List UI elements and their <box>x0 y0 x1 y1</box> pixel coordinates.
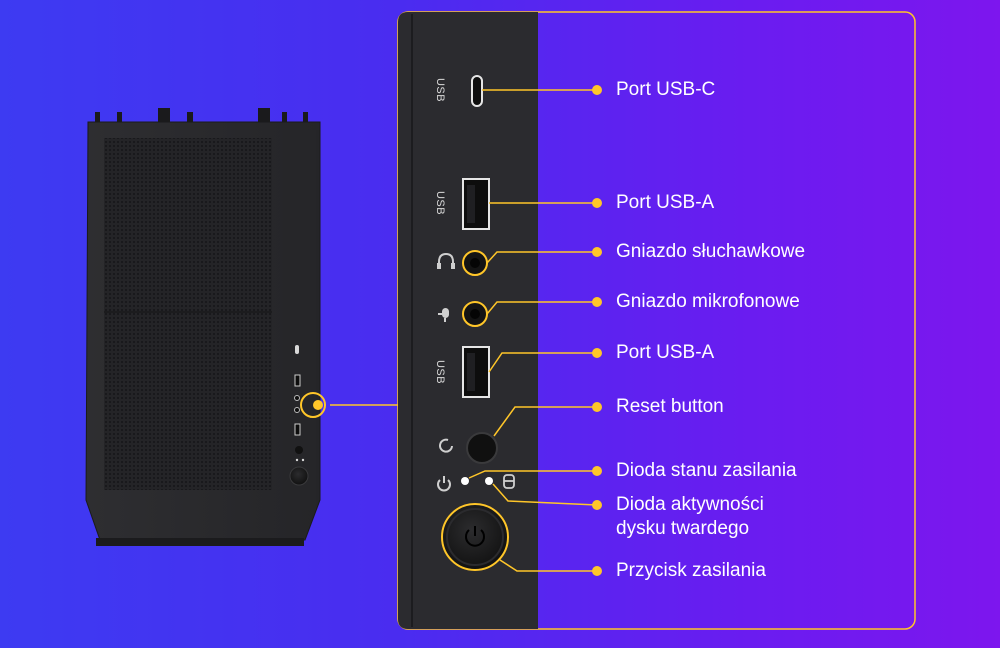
hdd-icon <box>503 474 515 489</box>
headphone-icon <box>438 252 454 268</box>
callout-power-button: Przycisk zasilania <box>616 560 766 581</box>
callout-reset-button: Reset button <box>616 396 724 417</box>
callout-headphone-jack: Gniazdo słuchawkowe <box>616 241 806 262</box>
usb-a-port-2 <box>462 346 490 398</box>
case-mesh-panel <box>104 138 272 490</box>
hdd-led <box>485 477 493 485</box>
callout-power-led: Dioda stanu zasilania <box>616 460 797 481</box>
callout-mic-jack: Gniazdo mikrofonowe <box>616 291 800 312</box>
reset-icon <box>439 438 453 453</box>
usb-a-2-side-label: USB <box>434 359 447 385</box>
usb-c-side-label: USB <box>434 77 447 103</box>
usb-a-1-side-label: USB <box>434 190 447 216</box>
zoom-marker-dot <box>313 400 323 410</box>
reset-button <box>466 432 498 464</box>
zoom-marker-circle <box>300 392 326 418</box>
pc-case <box>85 108 398 546</box>
power-button-icon <box>465 526 485 547</box>
callout-usb-c: Port USB-C <box>616 79 716 100</box>
usb-a-port-1 <box>462 178 490 230</box>
case-top-screws <box>95 108 308 122</box>
callout-dots <box>592 85 602 576</box>
io-port-graphics <box>437 75 515 571</box>
case-mini-ports <box>289 345 309 486</box>
power-button <box>441 503 509 571</box>
power-led-icon <box>437 476 451 492</box>
callout-usb-a-1: Port USB-A <box>616 192 715 213</box>
usb-c-port <box>471 75 483 107</box>
power-led <box>461 477 469 485</box>
callout-lines <box>468 89 598 572</box>
callout-hdd-led: Dioda aktywności dysku twardego <box>616 494 764 539</box>
callout-usb-a-2: Port USB-A <box>616 342 715 363</box>
microphone-icon <box>438 308 449 322</box>
